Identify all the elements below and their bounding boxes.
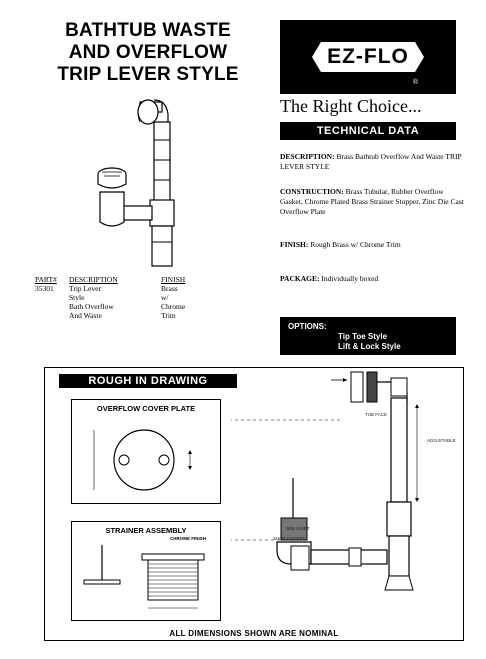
chrome-finish-note: CHROME FINISH bbox=[170, 536, 206, 541]
parts-finish-line: Brass w/ bbox=[161, 284, 178, 302]
overflow-cover-plate-title: OVERFLOW COVER PLATE bbox=[96, 404, 196, 413]
rough-in-drawing: ROUGH IN DRAWING OVERFLOW COVER PLATE ST… bbox=[44, 367, 464, 641]
parts-header-part: PART# bbox=[35, 275, 57, 284]
parts-description-line: And Waste bbox=[69, 311, 102, 320]
see-inset-note: SEE INSET bbox=[286, 526, 310, 531]
logo-emblem: EZ-FLO bbox=[312, 42, 424, 72]
spec-finish: FINISH: Rough Brass w/ Chrome Trim bbox=[280, 240, 465, 250]
registered-mark: ® bbox=[412, 79, 418, 86]
adjustable-note: ADJUSTABLE bbox=[427, 438, 456, 443]
option-item: Lift & Lock Style bbox=[338, 342, 401, 351]
spec-package-label: PACKAGE: bbox=[280, 274, 320, 283]
title-line-3: TRIP LEVER STYLE bbox=[57, 64, 239, 85]
parts-description-line: Bath Overflow bbox=[69, 302, 114, 311]
title-block: BATHTUB WASTE AND OVERFLOW TRIP LEVER ST… bbox=[28, 20, 268, 86]
parts-col-part: PART# 35301 bbox=[35, 275, 57, 293]
options-label: OPTIONS: bbox=[288, 322, 327, 331]
title-line-2: AND OVERFLOW bbox=[68, 42, 228, 63]
spec-finish-text: Rough Brass w/ Chrome Trim bbox=[310, 240, 401, 249]
spec-construction: CONSTRUCTION: Brass Tubular, Rubber Over… bbox=[280, 187, 465, 217]
spec-construction-label: CONSTRUCTION: bbox=[280, 187, 344, 196]
spec-package-text: Individually boxed bbox=[321, 274, 379, 283]
overflow-plate-diagram bbox=[93, 429, 192, 491]
tub-face-note: TUB FACE bbox=[365, 412, 388, 417]
spec-description: DESCRIPTION: Brass Bathtub Overflow And … bbox=[280, 152, 465, 172]
parts-finish-line: Chrome bbox=[161, 302, 186, 311]
option-item: Tip Toe Style bbox=[338, 332, 388, 341]
parts-header-finish: FINISH bbox=[161, 275, 186, 284]
options-box: OPTIONS: Tip Toe Style Lift & Lock Style bbox=[280, 317, 456, 355]
parts-description-line: Trip Lever Style bbox=[69, 284, 102, 302]
tagline: The Right Choice... bbox=[280, 96, 422, 116]
rough-in-assembly-diagram bbox=[231, 371, 419, 591]
spec-package: PACKAGE: Individually boxed bbox=[280, 274, 465, 284]
nominal-dimensions-note: ALL DIMENSIONS SHOWN ARE NOMINAL bbox=[169, 629, 339, 638]
parts-col-description: DESCRIPTION Trip Lever Style Bath Overfl… bbox=[69, 275, 118, 320]
parts-col-finish: FINISH Brass w/ Chrome Trim bbox=[161, 275, 185, 320]
spec-construction-text: Brass Tubular, Rubber Overflow Gasket, C… bbox=[280, 187, 464, 216]
title-line-1: BATHTUB WASTE bbox=[65, 20, 231, 41]
technical-data-banner: TECHNICAL DATA bbox=[280, 122, 456, 140]
overflow-cover-plate-panel: OVERFLOW COVER PLATE bbox=[71, 399, 221, 504]
spec-description-label: DESCRIPTION: bbox=[280, 152, 335, 161]
ez-flo-logo: EZ-FLO ® bbox=[280, 20, 456, 94]
parts-part-number: 35301 bbox=[35, 284, 54, 293]
parts-header-description: DESCRIPTION bbox=[69, 275, 118, 284]
spec-finish-label: FINISH: bbox=[280, 240, 309, 249]
parts-finish-line: Trim bbox=[161, 311, 176, 320]
strainer-assembly-diagram bbox=[83, 545, 205, 609]
strainer-assembly-title: STRAINER ASSEMBLY bbox=[105, 526, 187, 535]
rough-in-drawing-header: ROUGH IN DRAWING bbox=[59, 374, 237, 388]
spec-description-text: Brass Bathtub Overflow And Waste TRIP LE… bbox=[280, 152, 462, 171]
shoe-gasket-note: SHOE GASKET bbox=[273, 536, 306, 541]
logo-text: EZ-FLO bbox=[327, 45, 409, 68]
product-illustration bbox=[97, 99, 175, 267]
strainer-assembly-panel: STRAINER ASSEMBLY CHROME FINISH bbox=[71, 521, 221, 621]
